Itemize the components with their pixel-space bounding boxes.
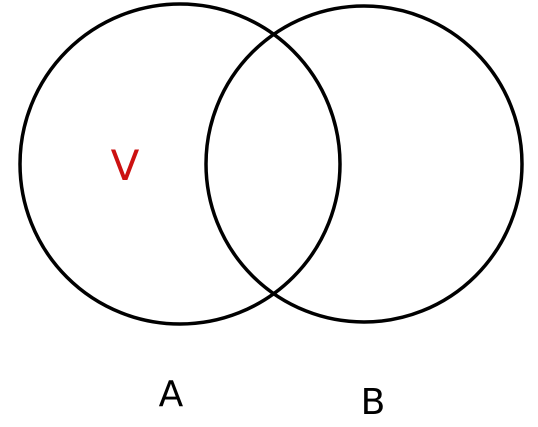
- set-a-label: A: [159, 374, 184, 415]
- set-b-label: B: [361, 382, 386, 423]
- circle-b: [204, 4, 524, 324]
- circle-a: [18, 2, 342, 326]
- region-a-only-mark: V: [111, 141, 140, 190]
